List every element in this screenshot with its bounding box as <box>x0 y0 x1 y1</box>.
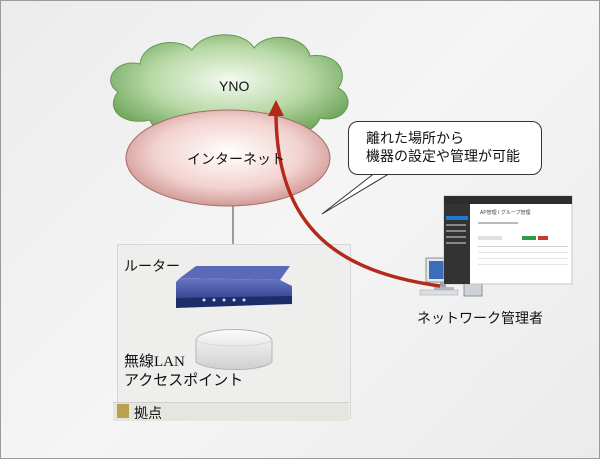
admin-label: ネットワーク管理者 <box>417 310 543 326</box>
router-device <box>176 266 292 308</box>
access-point-label-line-2: アクセスポイント <box>124 373 244 389</box>
internet-ellipse <box>125 109 331 207</box>
access-point-label-line-1: 無線LAN <box>124 354 185 370</box>
router-label: ルーター <box>124 260 180 275</box>
cloud-label: YNO <box>219 78 250 94</box>
site-marker <box>117 404 129 418</box>
site-label-bar <box>113 402 349 421</box>
access-point-label: 無線LAN アクセスポイント <box>124 353 243 391</box>
management-arrow <box>268 100 441 288</box>
callout-line-1: 離れた場所から <box>366 130 464 146</box>
internet-label: インターネット <box>187 151 285 167</box>
callout-tail <box>321 171 394 215</box>
access-point-device <box>195 329 273 370</box>
callout-text: 離れた場所から 機器の設定や管理が可能 <box>366 129 520 165</box>
site-label: 拠点 <box>134 407 162 422</box>
callout-line-2: 機器の設定や管理が可能 <box>366 148 520 164</box>
admin-screen-mock <box>443 195 573 285</box>
callout-bubble <box>348 121 542 175</box>
screen-mock-title: AP管理 / グループ管理 <box>480 210 531 216</box>
